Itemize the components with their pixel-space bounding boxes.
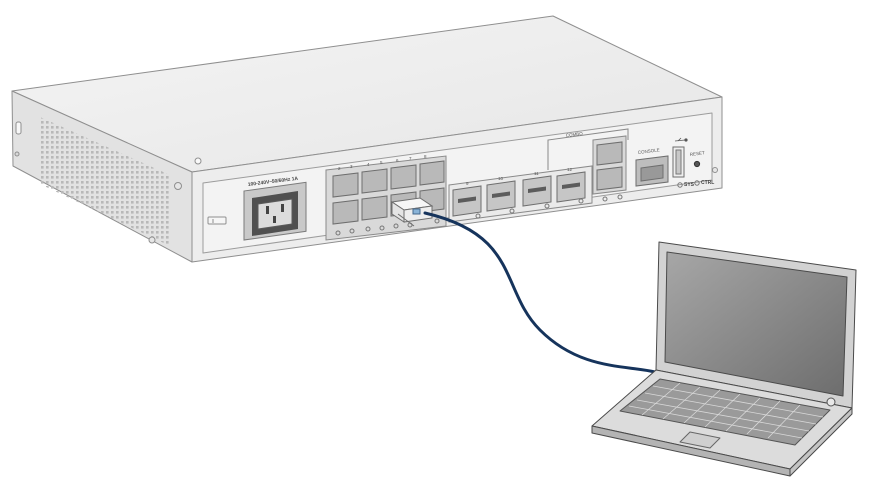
rj45-connector-plug bbox=[390, 197, 434, 227]
console-port-area: CONSOLE bbox=[635, 147, 669, 187]
power-rating-label: 50/60Hz 1A bbox=[272, 176, 299, 185]
laptop-screen bbox=[664, 251, 848, 397]
laptop-touchpad bbox=[679, 431, 721, 449]
side-vent-grille bbox=[40, 117, 170, 246]
reset-button[interactable] bbox=[693, 160, 701, 168]
ethernet-cable-icon bbox=[423, 211, 657, 374]
reset-label: RESET bbox=[690, 150, 706, 157]
rj45-port[interactable] bbox=[332, 199, 359, 225]
port-number: 3 bbox=[350, 164, 353, 169]
combo-label: COMBO bbox=[566, 131, 584, 138]
sfp-status-leds bbox=[475, 198, 584, 219]
ctrl-led-label: CTRL bbox=[701, 180, 714, 186]
combo-ports: COMBO bbox=[547, 128, 629, 202]
combo-rj45-port[interactable] bbox=[596, 141, 623, 166]
rj45-port[interactable] bbox=[332, 172, 359, 198]
port-number: 7 bbox=[409, 156, 412, 161]
front-screw-right bbox=[712, 167, 718, 173]
side-slot bbox=[15, 121, 22, 135]
sfp-label: 10 bbox=[498, 176, 504, 181]
sys-led-label: SYS bbox=[684, 182, 695, 188]
rj45-port[interactable] bbox=[361, 168, 388, 194]
sfp-port-block: 9 10 11 12 bbox=[448, 165, 593, 223]
sfp-label: 11 bbox=[534, 171, 539, 176]
ctrl-led bbox=[694, 180, 700, 186]
sfp-label: 12 bbox=[567, 167, 573, 172]
sfp-label: 9 bbox=[466, 181, 469, 186]
front-screw-left-lower bbox=[148, 236, 156, 244]
front-screw-left bbox=[174, 182, 182, 190]
rj45-port[interactable] bbox=[419, 160, 445, 186]
console-label: CONSOLE bbox=[638, 147, 660, 155]
rj45-port-row-top bbox=[332, 160, 445, 198]
top-indent bbox=[194, 157, 202, 165]
power-label: 100-240V~ bbox=[248, 179, 273, 188]
laptop-power-button[interactable] bbox=[826, 397, 836, 407]
side-screw bbox=[14, 151, 20, 157]
rj45-port[interactable] bbox=[390, 164, 417, 190]
port-number: 8 bbox=[424, 154, 427, 159]
port-number-labels: 2 3 4 5 6 7 8 bbox=[338, 154, 427, 171]
port-number: 2 bbox=[338, 166, 341, 171]
port-number: 4 bbox=[367, 162, 370, 167]
usb-port-area bbox=[672, 137, 688, 178]
port-number: 6 bbox=[396, 158, 399, 163]
power-socket bbox=[243, 181, 307, 241]
grounding-icon bbox=[207, 216, 227, 225]
rj45-port[interactable] bbox=[361, 195, 388, 221]
sys-led bbox=[677, 182, 683, 188]
combo-rj45-port[interactable] bbox=[596, 166, 623, 191]
usb-icon bbox=[674, 137, 688, 142]
reset-area: RESET SYS CTRL bbox=[677, 150, 714, 188]
port-number: 5 bbox=[380, 160, 383, 165]
keyboard-keys bbox=[628, 382, 824, 439]
laptop-icon bbox=[591, 241, 857, 477]
